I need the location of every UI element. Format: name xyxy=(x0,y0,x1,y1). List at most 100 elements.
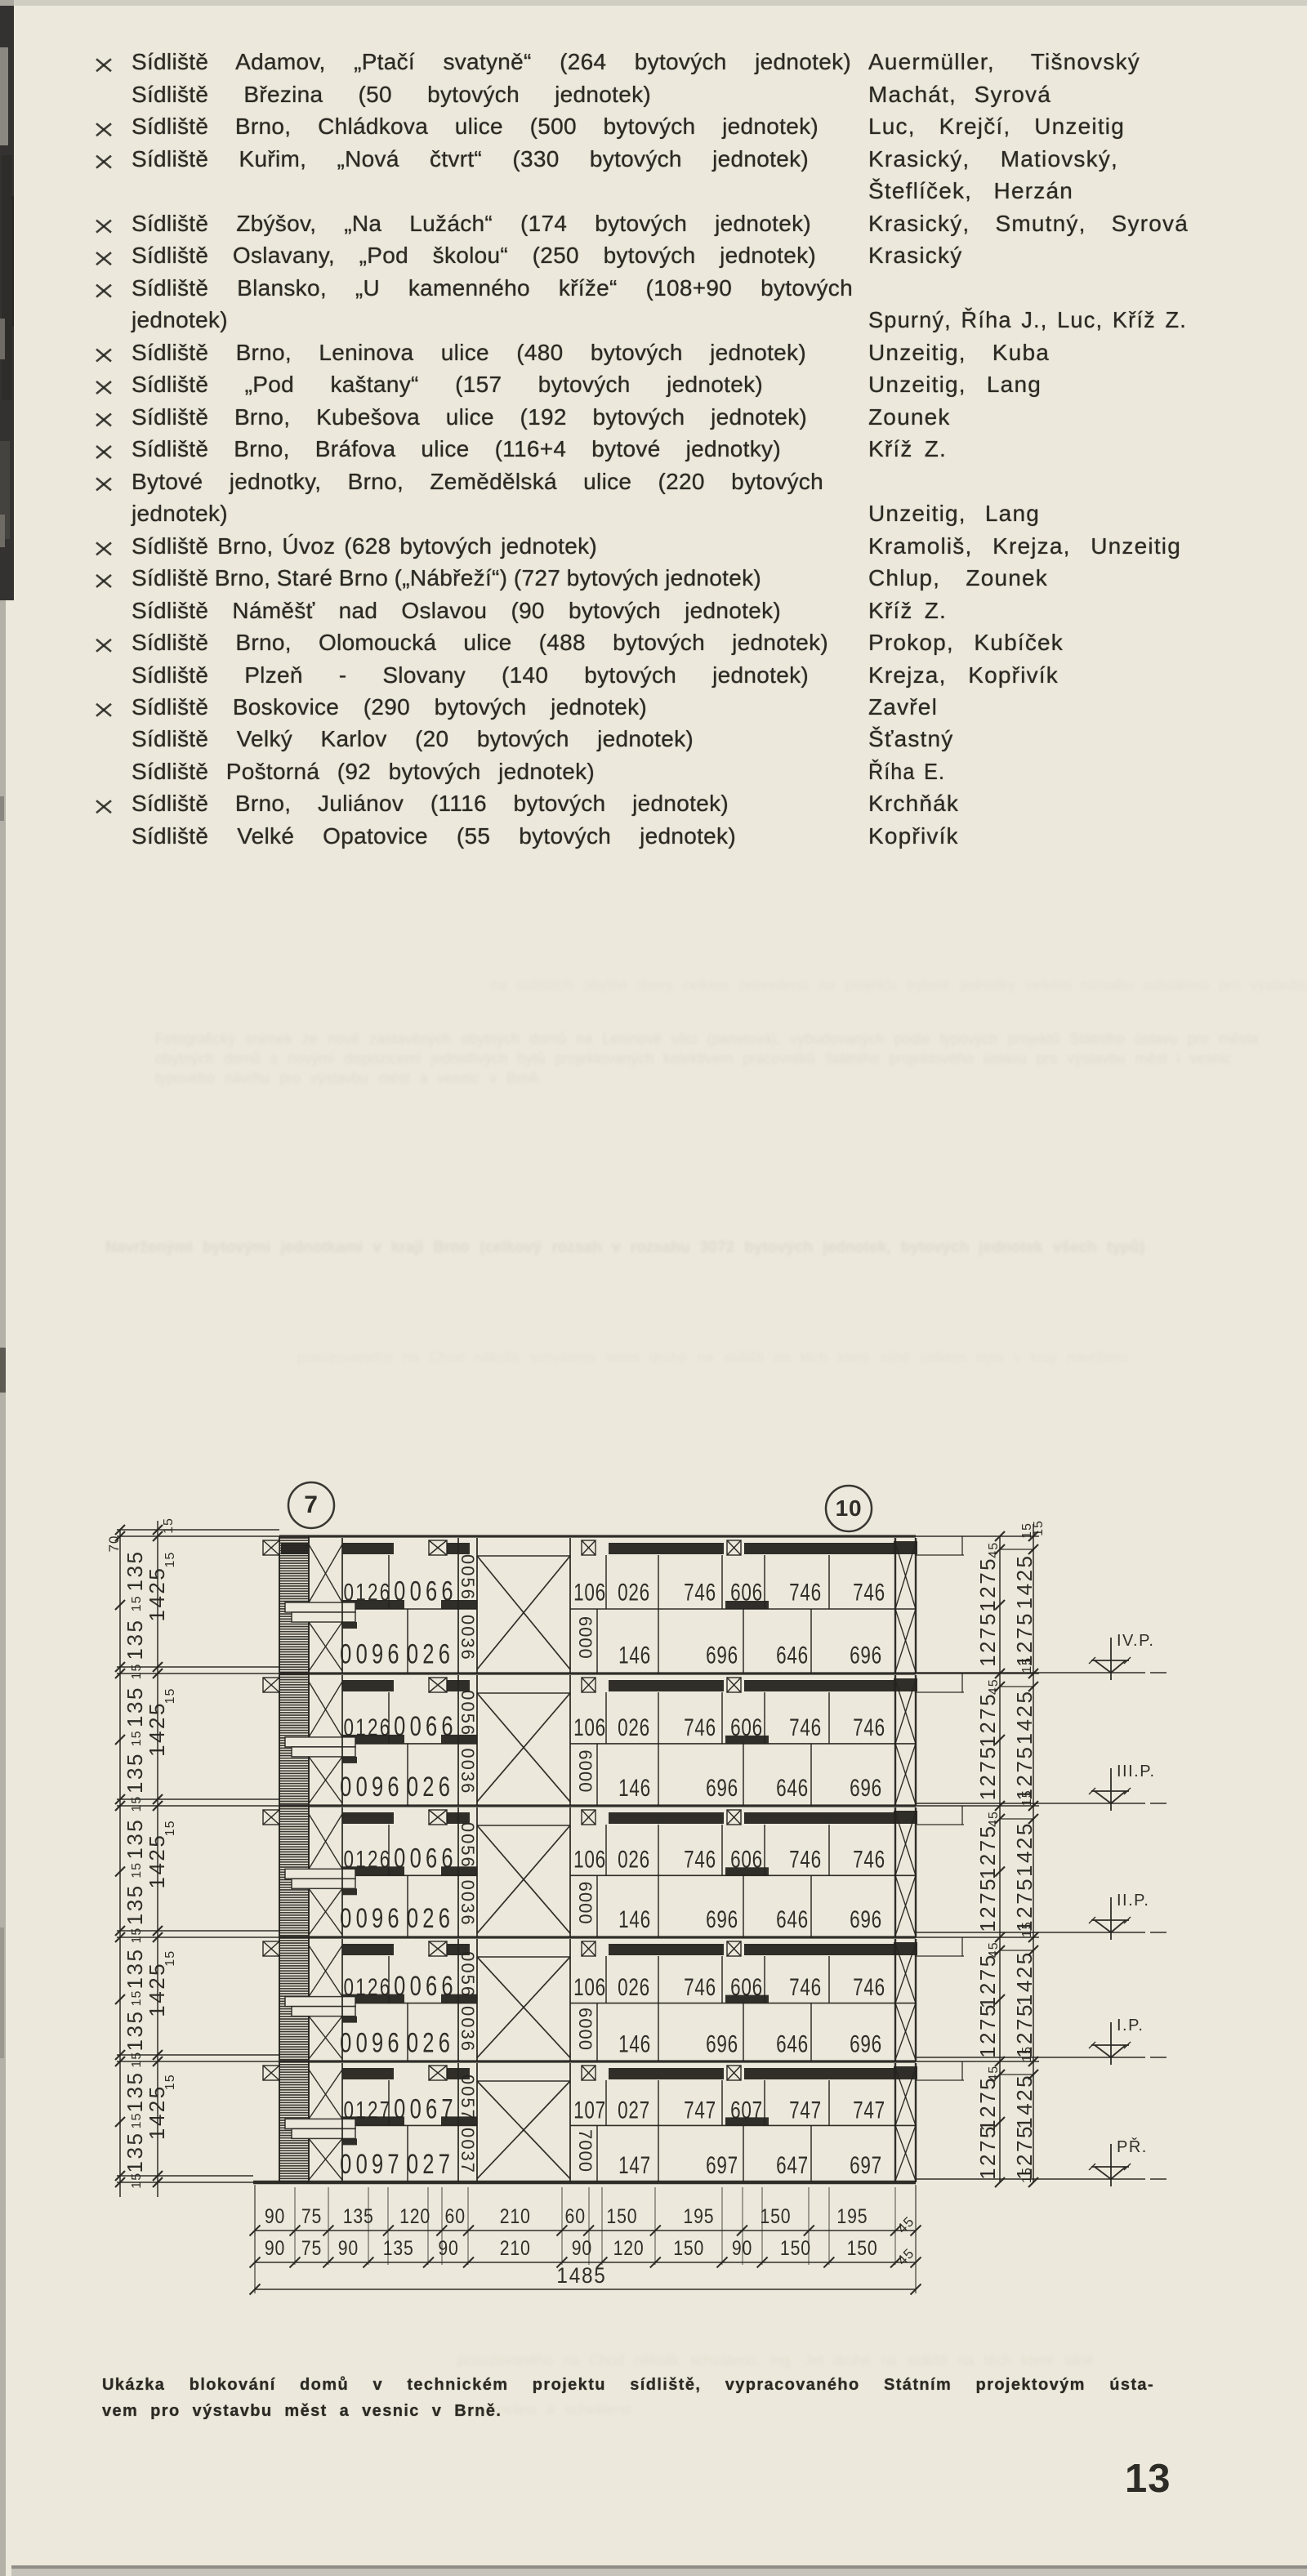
svg-text:606: 606 xyxy=(730,1578,763,1606)
svg-text:135: 135 xyxy=(123,1883,147,1925)
svg-text:1425: 1425 xyxy=(1012,1821,1037,1877)
svg-text:0056: 0056 xyxy=(457,1554,478,1601)
svg-text:697: 697 xyxy=(850,2151,882,2179)
svg-text:90: 90 xyxy=(572,2236,592,2259)
svg-text:1425: 1425 xyxy=(145,1701,169,1757)
svg-text:746: 746 xyxy=(789,1973,822,2001)
svg-text:135: 135 xyxy=(123,2132,147,2173)
svg-text:147: 147 xyxy=(618,2151,651,2179)
svg-text:746: 746 xyxy=(684,1845,716,1873)
svg-text:15: 15 xyxy=(130,2052,144,2068)
svg-text:0097: 0097 xyxy=(340,2149,404,2179)
svg-text:746: 746 xyxy=(789,1845,822,1873)
svg-text:696: 696 xyxy=(850,1774,882,1802)
svg-text:696: 696 xyxy=(850,2030,882,2057)
svg-text:696: 696 xyxy=(706,1774,738,1802)
svg-text:0066: 0066 xyxy=(394,1972,457,2002)
svg-text:696: 696 xyxy=(850,1905,882,1933)
svg-text:7000: 7000 xyxy=(575,2129,596,2173)
svg-text:1275: 1275 xyxy=(975,1745,1000,1801)
svg-text:1275: 1275 xyxy=(975,2003,1000,2058)
svg-text:15: 15 xyxy=(163,1950,177,1967)
svg-text:60: 60 xyxy=(565,2204,586,2227)
svg-text:15: 15 xyxy=(130,2173,144,2189)
svg-text:15: 15 xyxy=(1032,1520,1046,1536)
svg-text:0126: 0126 xyxy=(343,1845,391,1873)
svg-text:696: 696 xyxy=(706,2030,738,2057)
svg-text:1425: 1425 xyxy=(1012,1950,1037,2006)
svg-text:746: 746 xyxy=(789,1578,822,1606)
svg-text:146: 146 xyxy=(618,1905,651,1933)
svg-text:15: 15 xyxy=(1020,1921,1034,1937)
svg-text:746: 746 xyxy=(853,1578,885,1606)
svg-text:15: 15 xyxy=(130,1990,144,2007)
svg-text:1275: 1275 xyxy=(975,1877,1000,1932)
svg-text:I.P.: I.P. xyxy=(1117,2017,1144,2035)
svg-text:135: 135 xyxy=(383,2236,414,2259)
svg-text:150: 150 xyxy=(847,2236,878,2259)
svg-text:135: 135 xyxy=(123,1948,147,1990)
svg-text:026: 026 xyxy=(407,2028,454,2058)
svg-text:195: 195 xyxy=(683,2204,714,2227)
svg-text:15: 15 xyxy=(130,1664,144,1680)
svg-text:0036: 0036 xyxy=(457,1748,478,1794)
svg-text:135: 135 xyxy=(123,2071,147,2113)
svg-text:1275: 1275 xyxy=(975,1692,1000,1748)
svg-text:0096: 0096 xyxy=(340,2028,404,2058)
svg-text:90: 90 xyxy=(265,2204,285,2227)
svg-text:15: 15 xyxy=(1020,1522,1034,1539)
svg-text:646: 646 xyxy=(776,1774,809,1802)
svg-text:IV.P.: IV.P. xyxy=(1117,1632,1154,1650)
svg-text:15: 15 xyxy=(163,1552,177,1568)
svg-text:746: 746 xyxy=(684,1714,716,1741)
svg-text:746: 746 xyxy=(684,1973,716,2001)
svg-text:45: 45 xyxy=(987,1542,1001,1558)
svg-text:1425: 1425 xyxy=(145,1962,169,2017)
svg-text:1275: 1275 xyxy=(975,1953,1000,2008)
svg-text:606: 606 xyxy=(730,1714,763,1741)
svg-text:0056: 0056 xyxy=(457,1690,478,1736)
svg-text:1275: 1275 xyxy=(1012,1745,1037,1801)
svg-text:746: 746 xyxy=(684,1578,716,1606)
svg-text:15: 15 xyxy=(1020,2046,1034,2062)
svg-text:135: 135 xyxy=(123,2010,147,2052)
svg-text:1425: 1425 xyxy=(1012,1553,1037,1609)
svg-text:70: 70 xyxy=(106,1535,122,1553)
svg-text:45: 45 xyxy=(987,1811,1001,1827)
svg-text:45: 45 xyxy=(987,1941,1001,1958)
svg-text:15: 15 xyxy=(1020,1789,1034,1806)
svg-text:90: 90 xyxy=(438,2236,458,2259)
svg-text:746: 746 xyxy=(853,1973,885,2001)
svg-text:135: 135 xyxy=(343,2204,374,2227)
svg-text:747: 747 xyxy=(684,2096,716,2124)
svg-text:60: 60 xyxy=(445,2204,466,2227)
svg-text:135: 135 xyxy=(123,1686,147,1727)
svg-text:90: 90 xyxy=(338,2236,359,2259)
svg-text:135: 135 xyxy=(123,1752,147,1794)
svg-text:1275: 1275 xyxy=(1012,1877,1037,1932)
svg-text:135: 135 xyxy=(123,1550,147,1592)
svg-text:0056: 0056 xyxy=(457,1822,478,1869)
svg-text:150: 150 xyxy=(606,2204,637,2227)
svg-text:106: 106 xyxy=(573,1973,606,2001)
svg-text:0096: 0096 xyxy=(340,1903,404,1933)
svg-text:0126: 0126 xyxy=(343,1578,391,1606)
svg-text:646: 646 xyxy=(776,1641,809,1669)
svg-text:6000: 6000 xyxy=(575,1616,596,1660)
svg-text:746: 746 xyxy=(853,1845,885,1873)
svg-text:1425: 1425 xyxy=(1012,2074,1037,2129)
svg-text:210: 210 xyxy=(500,2236,531,2259)
svg-text:0036: 0036 xyxy=(457,2006,478,2052)
svg-text:45: 45 xyxy=(987,2066,1001,2082)
svg-text:15: 15 xyxy=(130,1595,144,1611)
svg-text:646: 646 xyxy=(776,1905,809,1933)
svg-text:0066: 0066 xyxy=(394,1843,457,1874)
svg-text:6000: 6000 xyxy=(575,1882,596,1925)
svg-text:1275: 1275 xyxy=(1012,2124,1037,2180)
svg-text:10: 10 xyxy=(836,1495,863,1521)
svg-text:0066: 0066 xyxy=(394,1576,457,1607)
svg-text:195: 195 xyxy=(836,2204,868,2227)
svg-text:7: 7 xyxy=(304,1491,319,1518)
svg-text:1275: 1275 xyxy=(1012,1611,1037,1667)
svg-text:120: 120 xyxy=(399,2204,430,2227)
